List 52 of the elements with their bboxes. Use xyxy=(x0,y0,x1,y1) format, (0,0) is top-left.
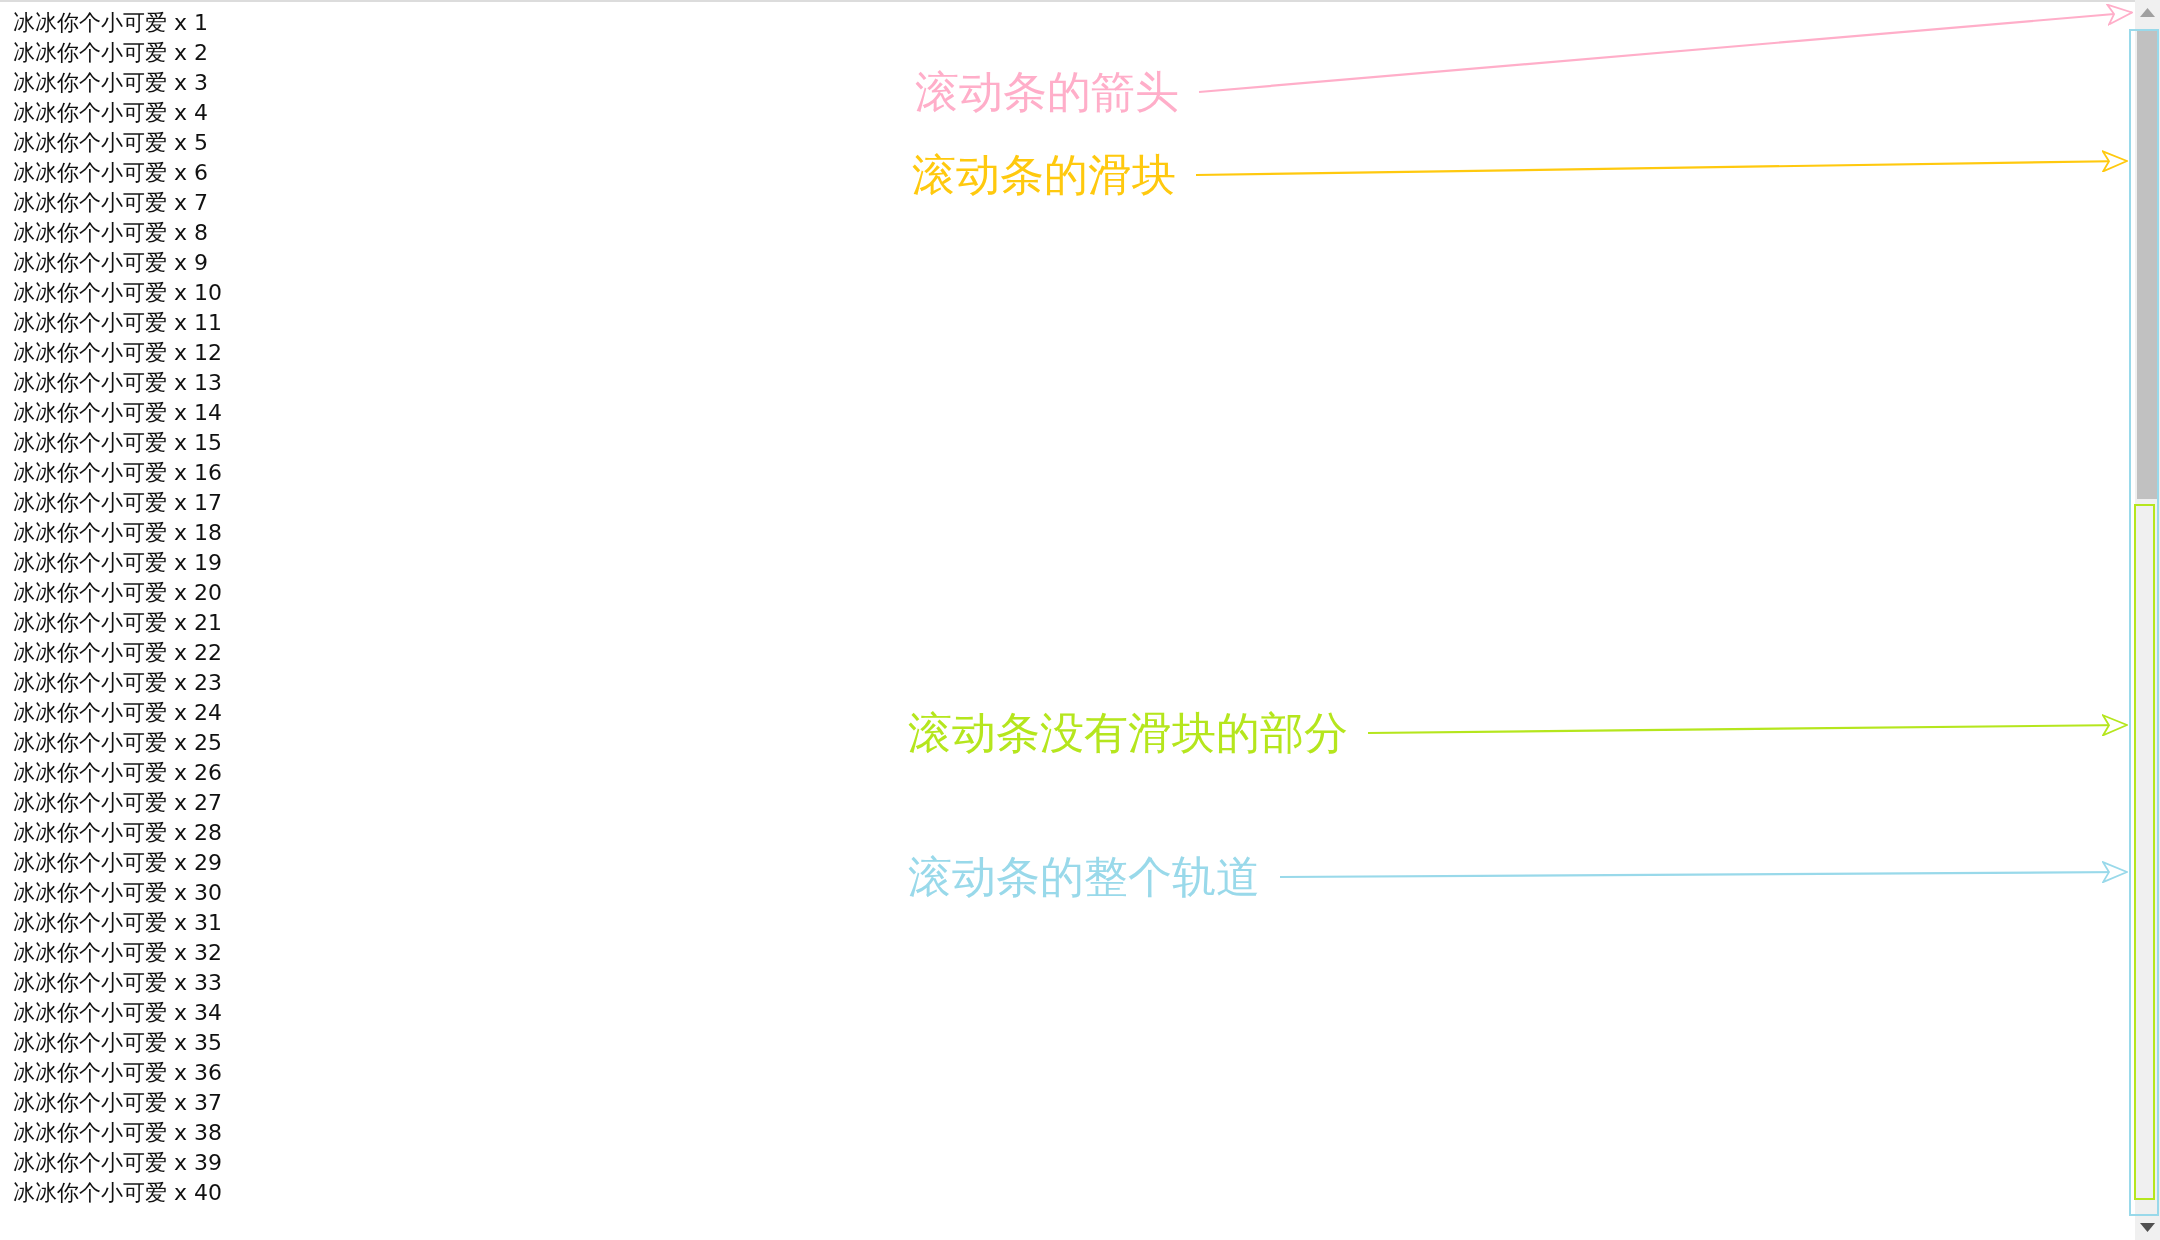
annotation-label: 滚动条没有滑块的部分 xyxy=(908,707,1348,759)
list-item: 冰冰你个小可爱 x 39 xyxy=(13,1149,222,1177)
list-item: 冰冰你个小可爱 x 17 xyxy=(13,489,222,517)
list-item: 冰冰你个小可爱 x 40 xyxy=(13,1179,222,1207)
scroll-up-arrow-icon xyxy=(2140,8,2155,17)
list-item: 冰冰你个小可爱 x 24 xyxy=(13,699,222,727)
annotation-label: 滚动条的整个轨道 xyxy=(908,851,1260,903)
list-item: 冰冰你个小可爱 x 28 xyxy=(13,819,222,847)
leader-arrow xyxy=(1196,150,2128,177)
list-item: 冰冰你个小可爱 x 20 xyxy=(13,579,222,607)
empty-track-outline xyxy=(2134,504,2155,1200)
list-item: 冰冰你个小可爱 x 38 xyxy=(13,1119,222,1147)
list-item: 冰冰你个小可爱 x 6 xyxy=(13,159,209,187)
list-item: 冰冰你个小可爱 x 9 xyxy=(13,249,209,277)
list-item: 冰冰你个小可爱 x 12 xyxy=(13,339,222,367)
list-item: 冰冰你个小可爱 x 18 xyxy=(13,519,222,547)
list-item: 冰冰你个小可爱 x 15 xyxy=(13,429,222,457)
list-item: 冰冰你个小可爱 x 8 xyxy=(13,219,209,247)
annotation-label: 滚动条的箭头 xyxy=(915,66,1179,118)
annotation-label: 滚动条的滑块 xyxy=(912,149,1176,201)
list-item: 冰冰你个小可爱 x 27 xyxy=(13,789,222,817)
list-item: 冰冰你个小可爱 x 2 xyxy=(13,39,209,67)
list-item: 冰冰你个小可爱 x 10 xyxy=(13,279,222,307)
list-item: 冰冰你个小可爱 x 25 xyxy=(13,729,222,757)
list-item: 冰冰你个小可爱 x 29 xyxy=(13,849,222,877)
list-item: 冰冰你个小可爱 x 4 xyxy=(13,99,209,127)
list-item: 冰冰你个小可爱 x 37 xyxy=(13,1089,222,1117)
list-item: 冰冰你个小可爱 x 22 xyxy=(13,639,222,667)
list-item: 冰冰你个小可爱 x 1 xyxy=(13,9,209,37)
list-item: 冰冰你个小可爱 x 11 xyxy=(13,309,222,337)
leader-arrow xyxy=(1368,714,2128,737)
leader-arrow xyxy=(1280,861,2128,884)
list-item: 冰冰你个小可爱 x 36 xyxy=(13,1059,222,1087)
list-item: 冰冰你个小可爱 x 26 xyxy=(13,759,222,787)
list-item: 冰冰你个小可爱 x 3 xyxy=(13,69,209,97)
list-item: 冰冰你个小可爱 x 30 xyxy=(13,879,222,907)
list-item: 冰冰你个小可爱 x 19 xyxy=(13,549,222,577)
list-item: 冰冰你个小可爱 x 33 xyxy=(13,969,222,997)
list-item: 冰冰你个小可爱 x 32 xyxy=(13,939,222,967)
list-item: 冰冰你个小可爱 x 13 xyxy=(13,369,222,397)
list-item: 冰冰你个小可爱 x 5 xyxy=(13,129,209,157)
list-item: 冰冰你个小可爱 x 16 xyxy=(13,459,222,487)
leader-arrow xyxy=(1198,3,2133,94)
list-item: 冰冰你个小可爱 x 34 xyxy=(13,999,222,1027)
list-item: 冰冰你个小可爱 x 7 xyxy=(13,189,209,217)
list-item: 冰冰你个小可爱 x 23 xyxy=(13,669,222,697)
list-item: 冰冰你个小可爱 x 21 xyxy=(13,609,222,637)
list-item: 冰冰你个小可爱 x 14 xyxy=(13,399,222,427)
track-outline xyxy=(2129,29,2159,1216)
list-item: 冰冰你个小可爱 x 35 xyxy=(13,1029,222,1057)
scrollbar-thumb xyxy=(2137,31,2157,499)
list-item: 冰冰你个小可爱 x 31 xyxy=(13,909,222,937)
